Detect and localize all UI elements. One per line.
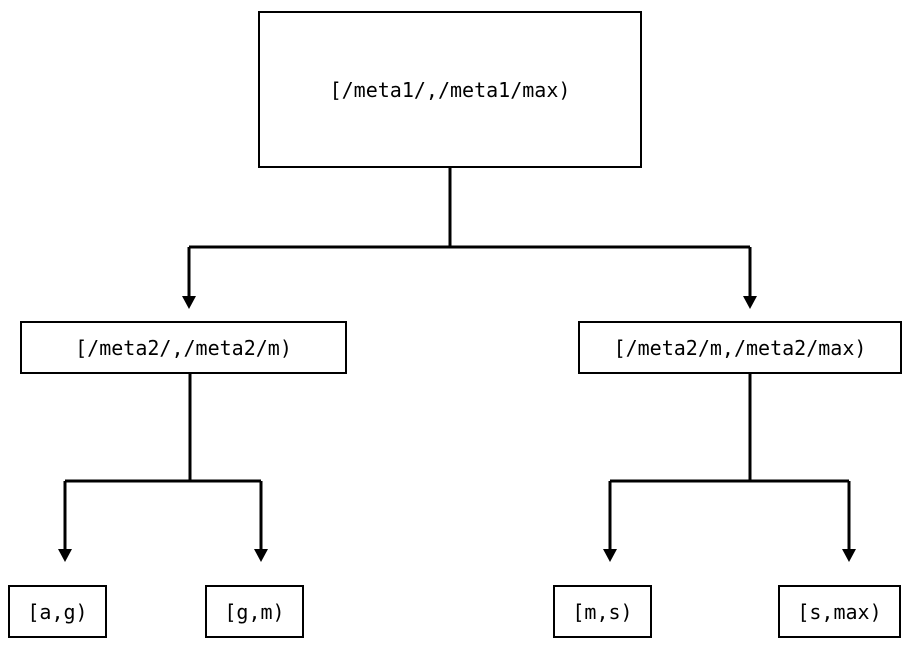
node-leaf-2[interactable]: [g,m): [205, 585, 304, 638]
arrowhead-to-leaf3: [603, 549, 617, 562]
node-root-label: [/meta1/,/meta1/max): [329, 77, 571, 102]
node-leaf-4[interactable]: [s,max): [778, 585, 901, 638]
node-leaf-3-label: [m,s): [572, 599, 633, 624]
node-mid-right-label: [/meta2/m,/meta2/max): [613, 335, 867, 360]
arrowhead-to-mid-left: [182, 296, 196, 309]
node-leaf-1[interactable]: [a,g): [8, 585, 107, 638]
node-leaf-1-label: [a,g): [27, 599, 88, 624]
node-mid-left[interactable]: [/meta2/,/meta2/m): [20, 321, 347, 374]
node-leaf-2-label: [g,m): [224, 599, 285, 624]
node-leaf-3[interactable]: [m,s): [553, 585, 652, 638]
arrowhead-to-leaf4: [842, 549, 856, 562]
arrowhead-to-leaf2: [254, 549, 268, 562]
arrowhead-to-leaf1: [58, 549, 72, 562]
node-root[interactable]: [/meta1/,/meta1/max): [258, 11, 642, 168]
node-mid-right[interactable]: [/meta2/m,/meta2/max): [578, 321, 902, 374]
arrowhead-to-mid-right: [743, 296, 757, 309]
node-leaf-4-label: [s,max): [797, 599, 882, 624]
node-mid-left-label: [/meta2/,/meta2/m): [75, 335, 292, 360]
